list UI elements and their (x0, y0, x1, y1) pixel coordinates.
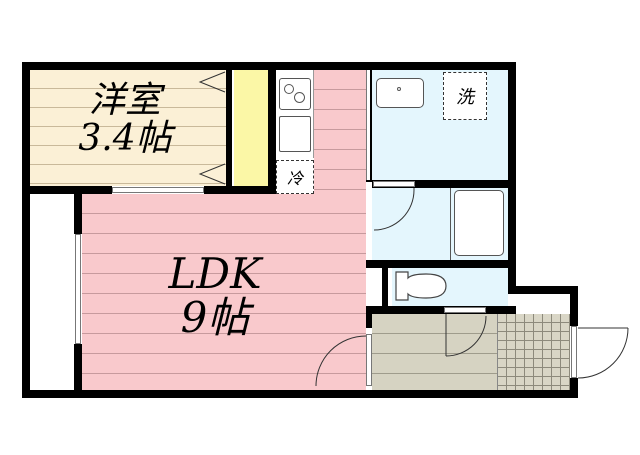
outer-wall-bottom (22, 390, 578, 398)
closet-wall-left (226, 70, 232, 190)
washer-label: 洗 (456, 87, 474, 108)
entrance-divider (497, 314, 498, 390)
entrance-door-swing-icon (577, 327, 629, 379)
closet-door-icon (198, 71, 226, 185)
bath-door-swing-icon (373, 188, 415, 231)
closet (234, 70, 268, 186)
entrance-tile (498, 314, 570, 390)
refrigerator-space: 冷 (276, 160, 314, 194)
stove-icon (279, 78, 311, 110)
entrance-wall-right-top (570, 286, 578, 326)
western-room-name: 洋室 (88, 80, 161, 121)
ldk-name: LDK (168, 249, 262, 298)
western-room-label: 洋室 3.4帖 (60, 82, 190, 158)
toilet-door-swing-icon (445, 314, 487, 357)
kitchen-area (314, 70, 366, 194)
bath-divider (450, 188, 451, 260)
entrance-wall-right-bottom (570, 378, 578, 398)
outer-wall-right-top (508, 62, 516, 292)
bath-wall-bottom (366, 260, 508, 268)
entrance-wall-top (508, 286, 578, 294)
ldk-door-swing-icon (315, 335, 367, 387)
ldk-label: LDK 9帖 (140, 249, 290, 343)
toilet-wall-bottom (366, 306, 516, 314)
western-room-wall-bottom-left (22, 186, 112, 194)
bath-wall-top (372, 180, 508, 188)
western-room-wall-bottom-right (204, 186, 276, 194)
toilet-wall-left (382, 268, 388, 308)
ldk-wall-left-lower (74, 344, 82, 394)
bath-door-frame (373, 181, 415, 187)
outer-wall-left (22, 62, 30, 398)
ldk-wall-left (74, 194, 82, 234)
entrance-door-frame[interactable] (571, 326, 577, 378)
refrigerator-label: 冷 (286, 169, 303, 188)
western-room-size: 3.4帖 (78, 117, 172, 159)
ldk-room (82, 194, 366, 390)
washer-space: 洗 (443, 72, 487, 120)
shoe-cabinet (516, 294, 570, 314)
balcony (30, 194, 74, 390)
closet-wall-right (268, 62, 276, 196)
kitchen-sink-icon (279, 116, 311, 152)
toilet-icon (395, 271, 447, 301)
ldk-door-frame (366, 334, 372, 386)
bathtub-icon (454, 190, 504, 256)
washbasin-icon (376, 78, 424, 108)
hallway (372, 314, 498, 390)
ldk-window[interactable] (75, 234, 81, 344)
toilet-door-frame (444, 307, 486, 313)
washroom-sliding-door[interactable] (366, 70, 370, 180)
western-room (30, 70, 228, 186)
ldk-size: 9帖 (180, 293, 250, 343)
western-room-sliding-door[interactable] (112, 187, 204, 193)
hallway-wall-left (366, 308, 372, 328)
